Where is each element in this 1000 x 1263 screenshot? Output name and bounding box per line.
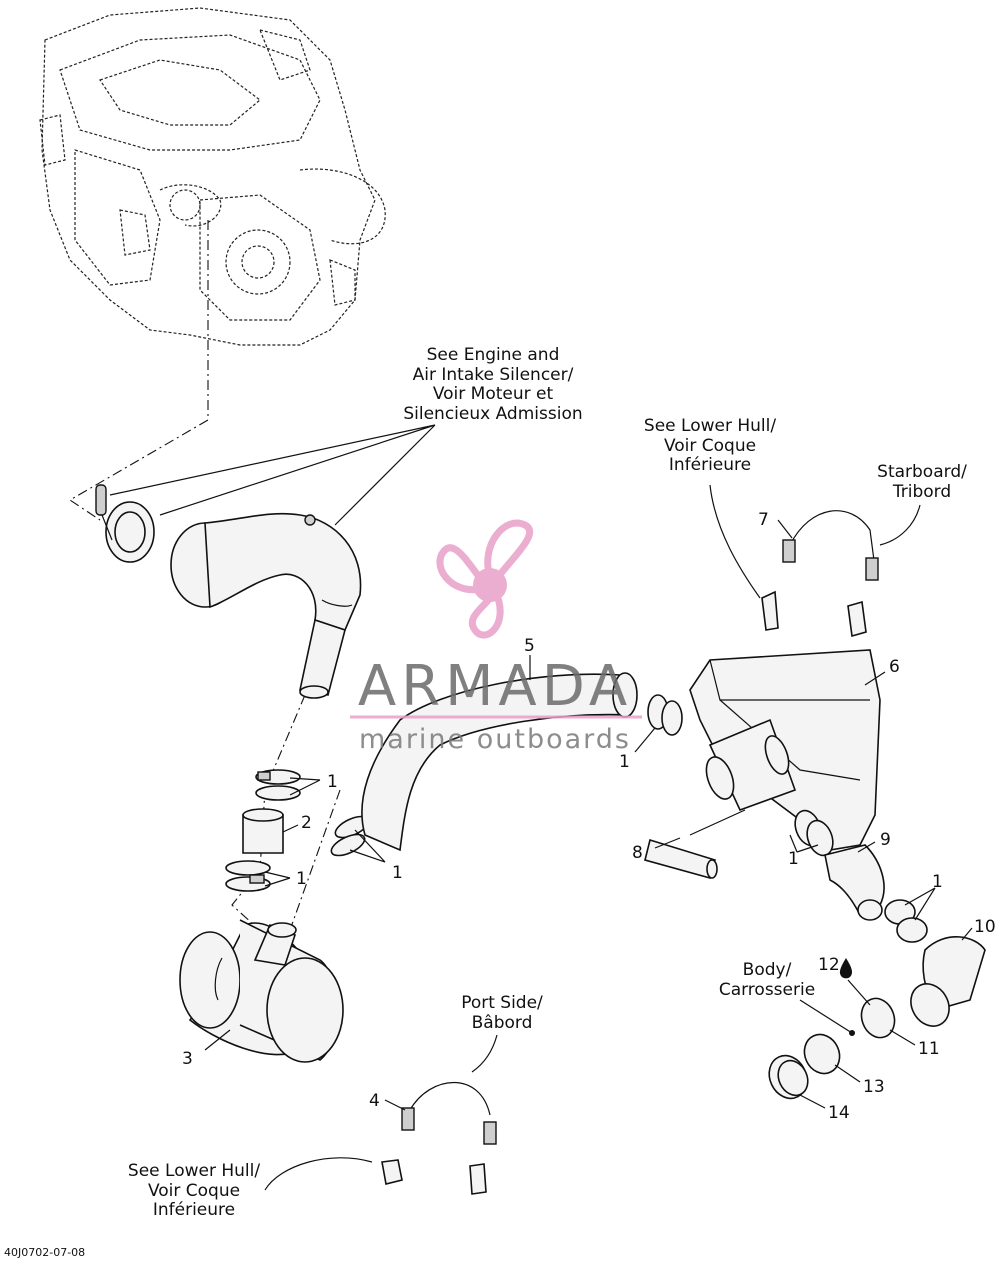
alignment-line-engine — [68, 220, 209, 521]
leader-num-4 — [384, 1099, 406, 1111]
part-number-5: 5 — [524, 636, 535, 656]
diagram-reference-code: 40J0702-07-08 — [4, 1246, 85, 1259]
svg-text:Inférieure: Inférieure — [669, 455, 751, 475]
svg-text:Body/: Body/ — [743, 960, 792, 980]
propeller-logo-icon — [436, 519, 534, 639]
svg-text:Inférieure: Inférieure — [153, 1200, 235, 1220]
gasket-ring-13 — [803, 1033, 841, 1075]
part-number-11: 11 — [918, 1039, 940, 1059]
leader-num-1f — [904, 887, 936, 921]
exhaust-clamp-ring — [95, 484, 155, 563]
leader-num-2 — [282, 824, 299, 833]
leader-num-arrow-8 — [689, 809, 746, 836]
leader-num-1e — [789, 834, 819, 853]
leader-num-7 — [777, 519, 793, 539]
part-number-1: 1 — [619, 752, 630, 772]
leader-num-13 — [834, 1064, 861, 1083]
leader-lower-hull-bottom — [264, 1157, 373, 1191]
leader-body — [799, 999, 853, 1034]
leader-num-1c — [349, 829, 386, 863]
leader-num-1b — [264, 871, 291, 887]
leader-num-1a — [289, 777, 321, 796]
svg-text:Starboard/: Starboard/ — [877, 462, 967, 482]
gasket-ring-11 — [860, 997, 896, 1039]
part-number-12: 12 — [818, 955, 840, 975]
callout-engine-intake: See Engine and Air Intake Silencer/ Voir… — [403, 345, 582, 424]
part-number-1: 1 — [932, 872, 943, 892]
engine-outline — [39, 7, 386, 346]
resonator-box — [689, 649, 881, 851]
callout-starboard: Starboard/ Tribord — [877, 462, 967, 502]
exhaust-manifold — [170, 512, 362, 699]
callout-port-side: Port Side/ Bâbord — [461, 993, 543, 1033]
svg-text:See Engine and: See Engine and — [427, 345, 560, 365]
part-number-4: 4 — [369, 1091, 380, 1111]
part-number-8: 8 — [632, 843, 643, 863]
callout-lower-hull-top: See Lower Hull/ Voir Coque Inférieure — [644, 416, 776, 475]
watermark-brand: ARMADA — [358, 654, 632, 719]
svg-text:Bâbord: Bâbord — [472, 1013, 533, 1033]
part-number-1: 1 — [296, 869, 307, 889]
leader-num-6 — [864, 671, 886, 686]
leader-port-side — [471, 1034, 498, 1073]
leader-num-1d — [634, 727, 656, 753]
port-strap — [381, 1081, 497, 1195]
part-number-14: 14 — [828, 1103, 850, 1123]
part-number-9: 9 — [880, 830, 891, 850]
alignment-line-mid — [289, 789, 341, 931]
clamp-pair-far-right — [884, 899, 928, 943]
leader-num-12 — [847, 979, 871, 1006]
clamp-pair-left-top — [255, 769, 301, 801]
part-number-10: 10 — [974, 917, 996, 937]
starboard-strap — [761, 510, 879, 638]
leader-num-10 — [961, 927, 973, 941]
leader-num-11 — [889, 1029, 916, 1046]
svg-text:See Lower Hull/: See Lower Hull/ — [644, 416, 776, 436]
leader-starboard — [879, 504, 921, 546]
svg-text:Tribord: Tribord — [892, 482, 951, 502]
part-number-1: 1 — [392, 863, 403, 883]
svg-text:Carrosserie: Carrosserie — [719, 980, 815, 1000]
clamp-pair-left-bottom — [225, 860, 271, 892]
callout-lower-hull-bottom: See Lower Hull/ Voir Coque Inférieure — [128, 1161, 260, 1220]
leader-num-9 — [857, 841, 876, 853]
svg-text:See Lower Hull/: See Lower Hull/ — [128, 1161, 260, 1181]
svg-text:Port Side/: Port Side/ — [461, 993, 543, 1013]
svg-text:Voir Moteur et: Voir Moteur et — [433, 384, 554, 404]
outlet-hose — [824, 844, 885, 921]
part-number-7: 7 — [758, 510, 769, 530]
leader-engine-intake — [109, 424, 436, 526]
sealant-drop-icon — [839, 958, 852, 979]
svg-text:Voir Coque: Voir Coque — [148, 1181, 240, 1201]
svg-text:Voir Coque: Voir Coque — [664, 436, 756, 456]
part-number-3: 3 — [182, 1049, 193, 1069]
armada-watermark: ARMADA marine outboards — [350, 519, 642, 755]
svg-text:Air Intake Silencer/: Air Intake Silencer/ — [413, 365, 574, 385]
leader-lower-hull-top — [709, 484, 761, 599]
silencer-coupling-sleeve — [242, 808, 284, 854]
exhaust-outlet-elbow — [910, 936, 986, 1027]
part-number-1: 1 — [788, 849, 799, 869]
leader-num-3 — [204, 1029, 231, 1051]
muffler — [179, 919, 344, 1063]
svg-text:Silencieux Admission: Silencieux Admission — [403, 404, 582, 424]
callout-body: Body/ Carrosserie — [719, 960, 815, 1000]
water-hose — [644, 838, 718, 879]
part-number-6: 6 — [889, 657, 900, 677]
outlet-nut-14 — [768, 1054, 809, 1100]
part-number-1: 1 — [327, 772, 338, 792]
leader-num-14 — [799, 1094, 826, 1109]
part-number-2: 2 — [301, 813, 312, 833]
leader-num-8 — [654, 837, 681, 849]
part-number-13: 13 — [863, 1077, 885, 1097]
clamp-pair-outlet — [647, 694, 683, 736]
watermark-tagline: marine outboards — [359, 724, 631, 755]
